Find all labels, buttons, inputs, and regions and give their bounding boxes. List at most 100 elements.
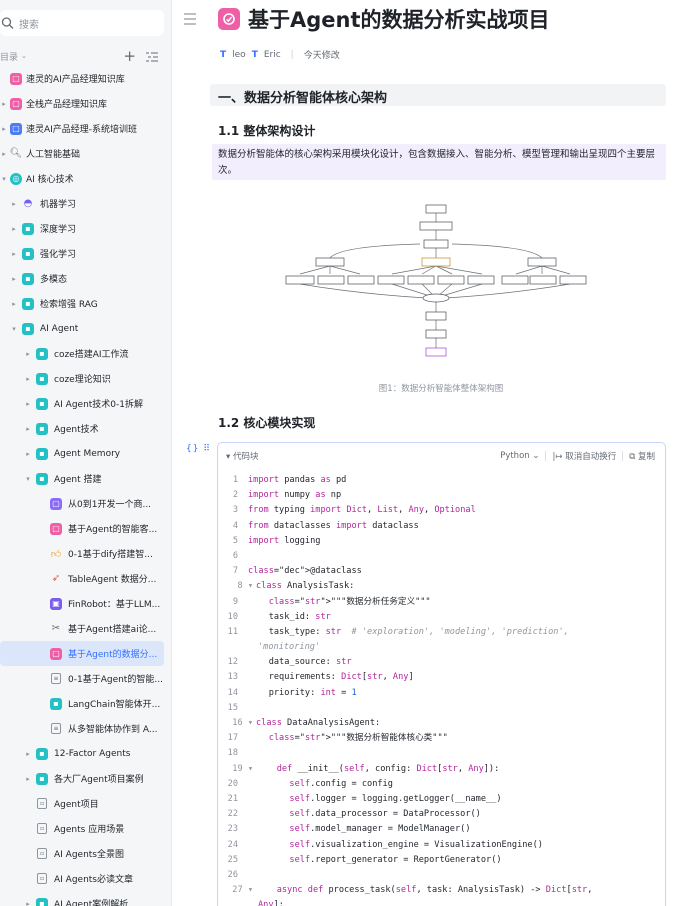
chevron-down-icon[interactable]: ▾ [2, 174, 6, 183]
collapse-toggle[interactable]: ▾ 代码块 [226, 452, 259, 462]
chevron-right-icon[interactable]: ▸ [26, 374, 30, 383]
chevron-right-icon[interactable]: ▸ [2, 124, 6, 133]
search-input[interactable]: 搜索 [0, 10, 164, 36]
line-number: 20 [227, 778, 238, 789]
tree-item[interactable]: ✂︎ 基于Agent搭建ai论... [0, 616, 171, 641]
chevron-right-icon[interactable]: ▸ [26, 449, 30, 458]
tree-item[interactable]: ▸ ▪ 多模态 [0, 266, 171, 291]
tree-item-label: AI 核心技术 [26, 175, 74, 185]
code-line: Any]: [218, 898, 665, 906]
tree-item-label: 12-Factor Agents [54, 748, 131, 759]
outline-icon[interactable] [146, 47, 158, 66]
chevron-right-icon[interactable]: ▸ [26, 899, 30, 906]
tree-item[interactable]: ▢ 基于Agent的智能客... [0, 516, 171, 541]
copy-button[interactable]: ⧉ 复制 [629, 450, 655, 462]
tree-item[interactable]: ▸ ▪ 检索增强 RAG [0, 291, 171, 316]
tree-item[interactable]: ▾ ▪ Agent 搭建 [0, 466, 171, 491]
code-text: def __init__(self, config: Dict[str, Any… [276, 763, 500, 774]
line-number: 14 [227, 687, 238, 698]
chevron-right-icon[interactable]: ▸ [12, 224, 16, 233]
block-handle-icon[interactable]: {} ⠿ [186, 444, 211, 454]
tree-item[interactable]: ➶ TableAgent 数据分... [0, 566, 171, 591]
code-text: self.data_processor = DataProcessor() [289, 809, 481, 820]
add-icon[interactable]: + [123, 47, 136, 65]
tree-item[interactable]: ▸ ▪ 深度学习 [0, 216, 171, 241]
author-name[interactable]: leo [232, 49, 246, 60]
author-name[interactable]: Eric [263, 49, 281, 60]
tree-item[interactable]: ▾ ▪ AI Agent [0, 316, 171, 341]
tree-item[interactable]: 👍︎ 0-1基于dify搭建智... [0, 541, 171, 566]
chevron-right-icon[interactable]: ▸ [26, 399, 30, 408]
board-icon: ▫ [37, 823, 47, 834]
chevron-right-icon[interactable]: ▸ [26, 749, 30, 758]
tree-item[interactable]: ≡ 0-1基于Agent的智能... [0, 666, 171, 691]
tree-item[interactable]: ▣ FinRobot：基于LLM... [0, 591, 171, 616]
folder-icon: ▪ [22, 297, 34, 310]
tree-item[interactable]: ▸ ▪ 强化学习 [0, 241, 171, 266]
tree-item[interactable]: ▫ AI Agents全景图 [0, 841, 171, 866]
line-number: 21 [227, 793, 238, 804]
tree-item[interactable]: ▢ 速灵的AI产品经理知识库 [0, 66, 171, 91]
tree-item[interactable]: ▫ Agents 应用场景 [0, 816, 171, 841]
chevron-right-icon[interactable]: ▸ [2, 99, 6, 108]
tree-item[interactable]: ▸ ▪ 各大厂Agent项目案例 [0, 766, 171, 791]
chevron-down-icon[interactable]: ⌄ [21, 52, 27, 60]
chevron-right-icon[interactable]: ▸ [12, 249, 16, 258]
tree-item[interactable]: ▸ ▢ 速灵AI产品经理-系统培训班 [0, 116, 171, 141]
tree-item[interactable]: ▸ ▪ Agent技术 [0, 416, 171, 441]
board-icon: ▫ [37, 848, 47, 859]
chevron-right-icon[interactable]: ▸ [26, 424, 30, 433]
chevron-down-icon[interactable]: ▾ [12, 324, 16, 333]
tree-item[interactable]: ▫ Agent项目 [0, 791, 171, 816]
doc-title-icon[interactable] [218, 8, 240, 30]
wrap-toggle-button[interactable]: |↦ 取消自动换行 [552, 450, 616, 462]
code-text: task_id: str [248, 611, 331, 622]
line-number: 16 ▾ [232, 718, 253, 728]
line-number: 27 ▾ [232, 885, 253, 896]
tree-item[interactable]: ▸ ▪ Agent Memory [0, 441, 171, 466]
tree-item[interactable]: ▸ ▪ AI Agent案例解析 [0, 891, 171, 906]
tree-item[interactable]: ▸ ▢ 全栈产品经理知识库 [0, 91, 171, 116]
tree-item[interactable]: ▸ ▪ coze理论知识 [0, 366, 171, 391]
divider [622, 451, 624, 461]
chevron-right-icon[interactable]: ▸ [26, 349, 30, 358]
code-text: class DataAnalysisAgent: [256, 718, 381, 728]
tree-item[interactable]: ▪ LangChain智能体开... [0, 691, 171, 716]
code-line: 25 self.report_generator = ReportGenerat… [218, 853, 665, 868]
tree-item-label: 机器学习 [40, 200, 77, 210]
tree-item[interactable]: ≡ 从多智能体协作到 A... [0, 716, 171, 741]
chevron-right-icon[interactable]: ▸ [26, 774, 30, 783]
chevron-down-icon[interactable]: ▾ [26, 474, 30, 483]
chevron-right-icon[interactable]: ▸ [12, 199, 16, 208]
folder-icon: ▪ [36, 747, 48, 760]
chevron-right-icon[interactable]: ▸ [2, 149, 6, 158]
chevron-right-icon[interactable]: ▸ [12, 299, 16, 308]
globe-icon: ◎ [10, 172, 22, 185]
tree-item[interactable]: ▸ ▪ AI Agent技术0-1拆解 [0, 391, 171, 416]
tree-item-label: 速灵的AI产品经理知识库 [26, 75, 125, 85]
code-text: class="str">"""数据分析任务定义""" [268, 596, 431, 607]
code-line: 15 [218, 701, 665, 716]
tree-item[interactable]: ▸ ◓ 机器学习 [0, 191, 171, 216]
tree-item[interactable]: ▸ ▪ coze搭建AI工作流 [0, 341, 171, 366]
code-text: import logging [248, 535, 321, 546]
code-line: 17 class="str">"""数据分析智能体核心类""" [218, 731, 665, 746]
code-text: self.report_generator = ReportGenerator(… [289, 854, 502, 865]
language-select[interactable]: Python ⌄ [500, 451, 540, 461]
tree-item-label: 从多智能体协作到 A... [68, 725, 158, 735]
chevron-right-icon[interactable]: ▸ [12, 274, 16, 283]
tree-item[interactable]: ▫ AI Agents必读文章 [0, 866, 171, 891]
tree-item[interactable]: ▾ ◎ AI 核心技术 [0, 166, 171, 191]
tree-item-active[interactable]: ▢ 基于Agent的数据分... [0, 641, 164, 666]
menu-icon[interactable] [184, 10, 198, 25]
tree-item[interactable]: ▸ 🔍︎ 人工智能基础 [0, 141, 171, 166]
tree-item-label: Agent Memory [54, 448, 121, 459]
tree-item[interactable]: ▢ 从0到1开发一个商... [0, 491, 171, 516]
tree-item[interactable]: ▸ ▪ 12-Factor Agents [0, 741, 171, 766]
code-text: self.config = config [289, 778, 393, 789]
architecture-diagram-image[interactable] [280, 198, 600, 364]
folder-icon: ▪ [36, 397, 48, 410]
